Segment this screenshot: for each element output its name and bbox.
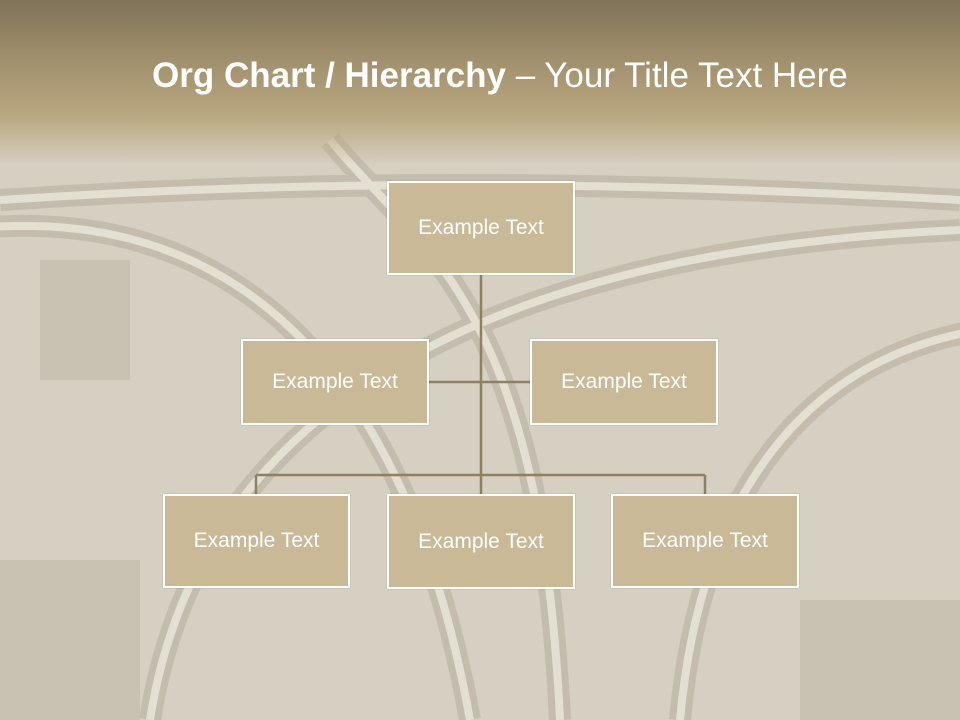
- org-node-label: Example Text: [193, 529, 320, 552]
- title-dash: –: [506, 56, 545, 95]
- org-node-label: Example Text: [418, 529, 544, 553]
- org-node-level3-left[interactable]: Example Text: [163, 494, 350, 588]
- org-node-root[interactable]: Example Text: [387, 181, 575, 275]
- org-node-level3-center[interactable]: Example Text: [387, 494, 575, 589]
- org-node-label: Example Text: [642, 529, 768, 552]
- org-node-label: Example Text: [418, 216, 544, 239]
- title-header-band: [0, 0, 960, 165]
- slide-title: Org Chart / Hierarchy – Your Title Text …: [152, 50, 932, 102]
- org-node-level3-right[interactable]: Example Text: [611, 494, 799, 588]
- title-bold-text: Org Chart / Hierarchy: [152, 56, 506, 95]
- org-node-label: Example Text: [561, 370, 687, 393]
- org-node-label: Example Text: [272, 370, 398, 393]
- org-node-level2-right[interactable]: Example Text: [530, 339, 718, 425]
- org-node-level2-left[interactable]: Example Text: [241, 339, 429, 425]
- title-subtitle-text: Your Title Text Here: [544, 56, 848, 95]
